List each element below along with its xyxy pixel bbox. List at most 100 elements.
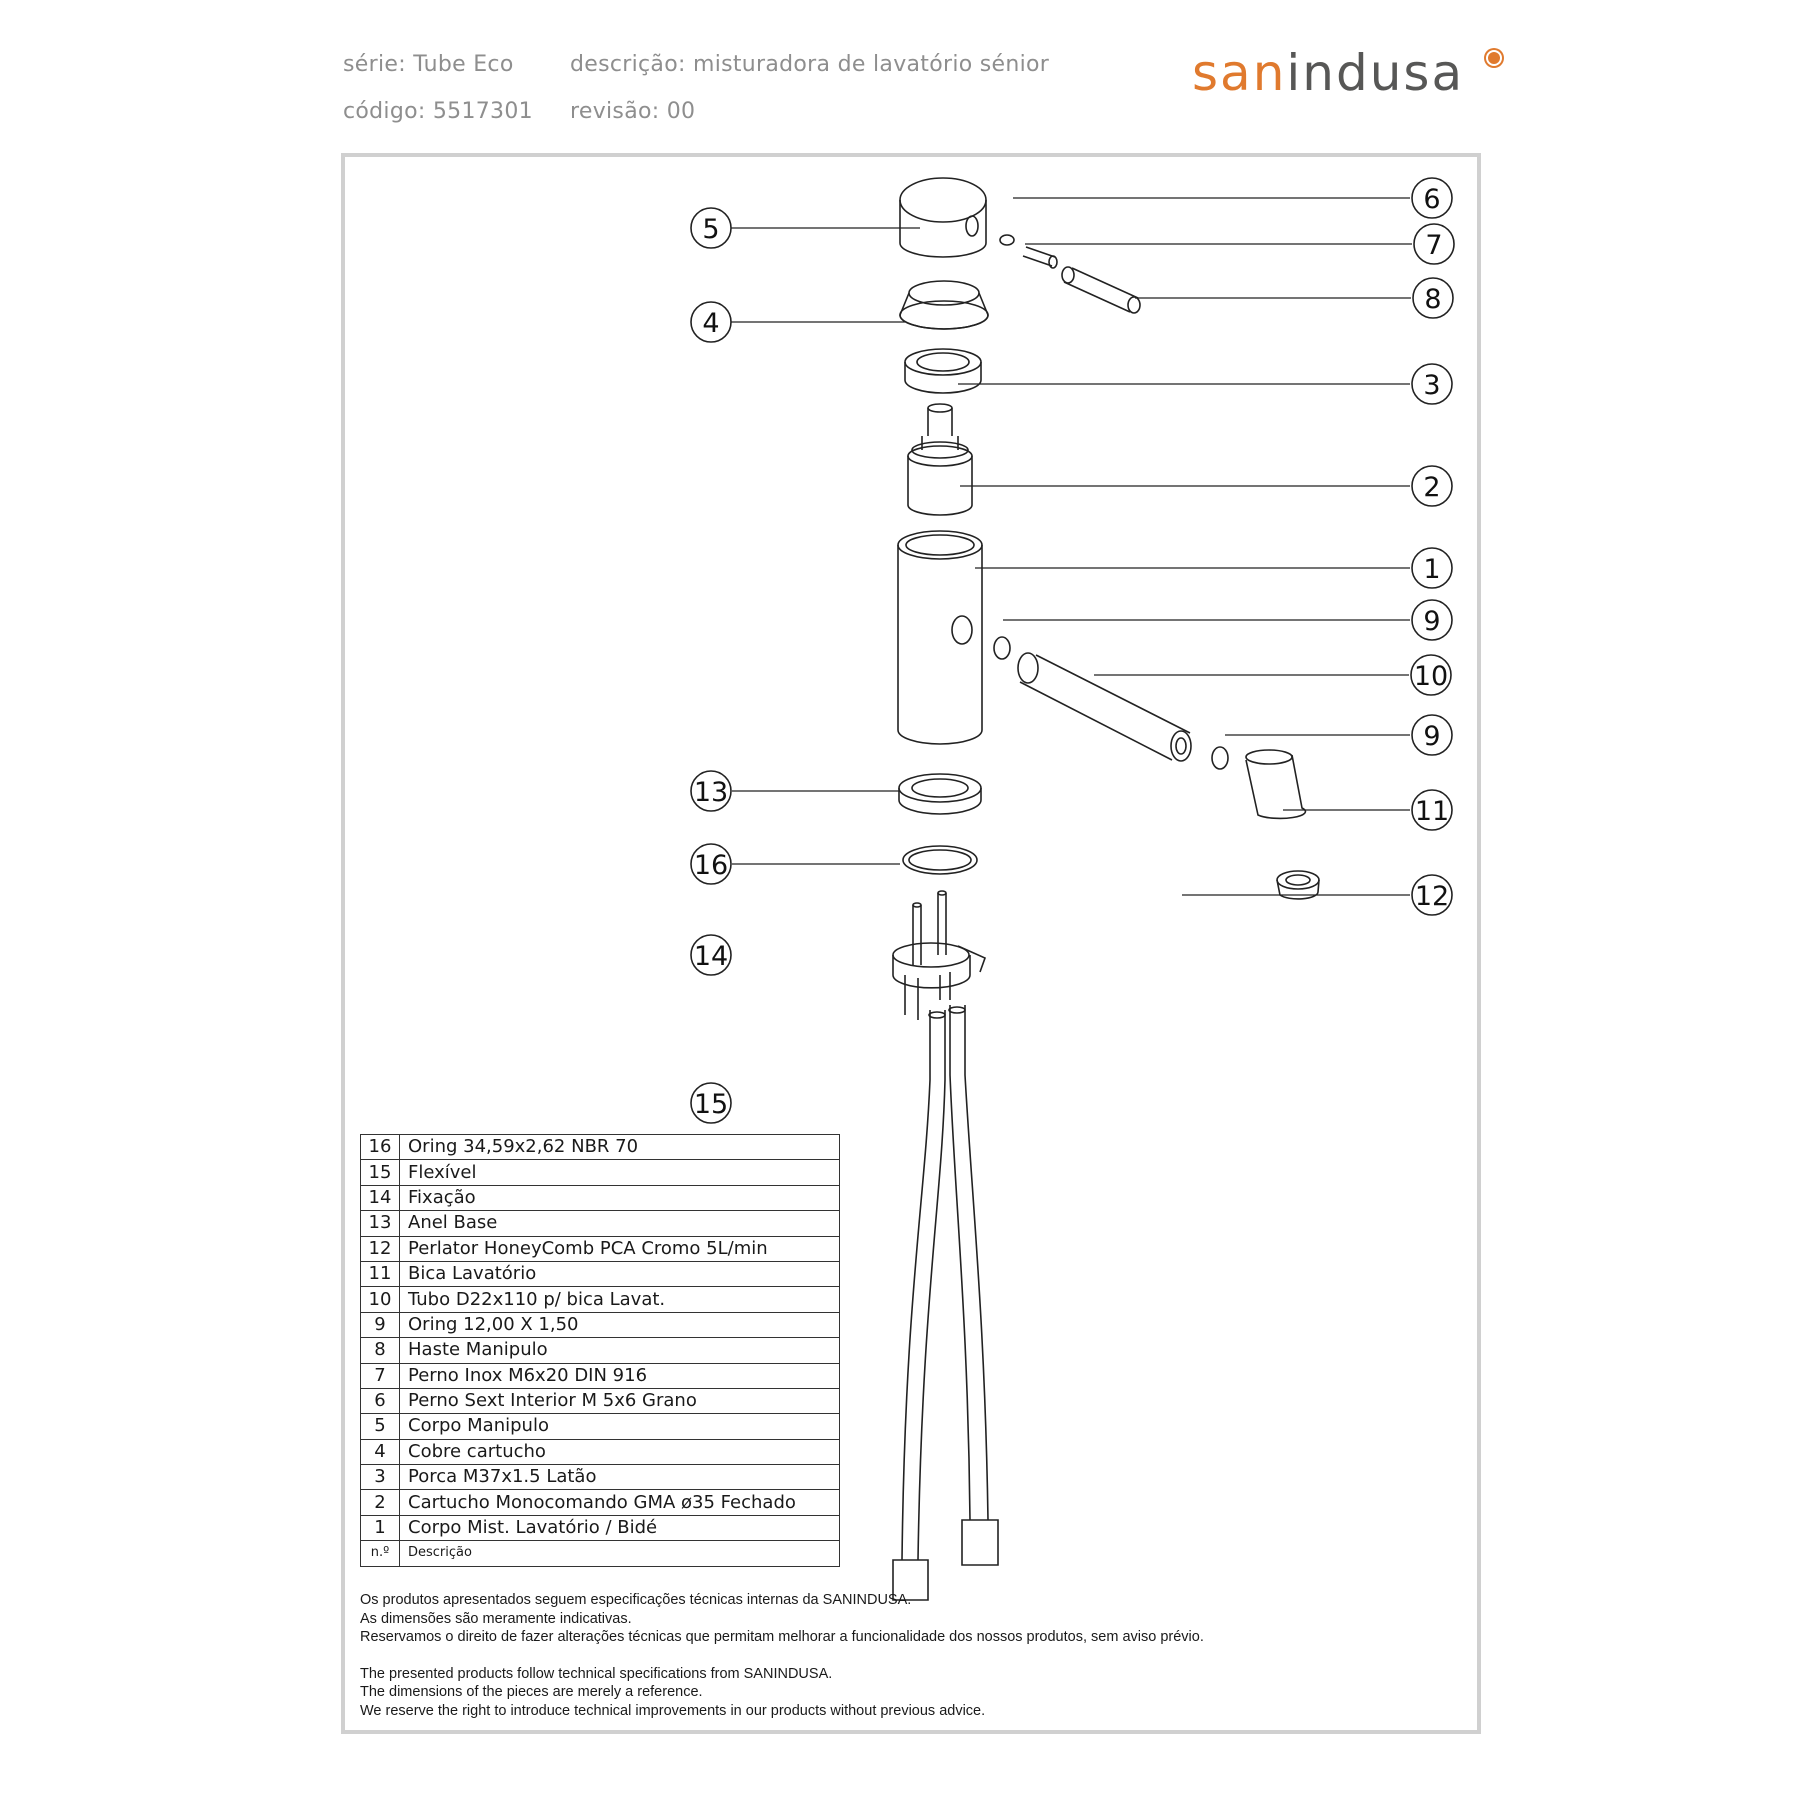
callout-7: 7 (1425, 230, 1442, 261)
header-serie: série: Tube Eco (343, 52, 514, 77)
part-9-oring-a (993, 636, 1011, 660)
part-description: Oring 12,00 X 1,50 (399, 1311, 840, 1339)
callout-9-bottom: 9 (1423, 721, 1440, 752)
part-number: 10 (360, 1286, 400, 1313)
part-number: 9 (360, 1311, 400, 1339)
part-16-oring (902, 845, 978, 875)
part-6-grub-screw (999, 234, 1015, 246)
part-description: Porca M37x1.5 Latão (399, 1464, 840, 1491)
header-descricao: descrição: misturadora de lavatório séni… (570, 52, 1050, 77)
logo-mark-icon (1488, 52, 1500, 64)
callout-1: 1 (1423, 554, 1440, 585)
part-description: Perlator HoneyComb PCA Cromo 5L/min (399, 1235, 840, 1262)
part-description: Haste Manipulo (399, 1337, 840, 1364)
header-codigo: código: 5517301 (343, 99, 533, 124)
part-9-oring-b (1211, 746, 1229, 770)
part-13-base-ring (898, 773, 982, 815)
part-description: Fixação (399, 1184, 840, 1212)
callout-16: 16 (694, 850, 728, 881)
part-4-cartridge-cover (899, 280, 989, 330)
part-8-handle-rod (1061, 266, 1141, 314)
part-number: 12 (360, 1235, 400, 1262)
part-description: Cartucho Monocomando GMA ø35 Fechado (399, 1489, 840, 1516)
part-description: Corpo Manipulo (399, 1413, 840, 1440)
callout-8: 8 (1424, 284, 1441, 315)
logo-part-indusa: indusa (1286, 44, 1465, 102)
callout-2: 2 (1423, 472, 1440, 503)
drawing-frame (341, 153, 1481, 1734)
part-description: Perno Inox M6x20 DIN 916 (399, 1362, 840, 1389)
part-number: 13 (360, 1210, 400, 1237)
disclaimer-notes: Os produtos apresentados seguem especifi… (360, 1591, 1204, 1720)
note-pt-1: Os produtos apresentados seguem especifi… (360, 1592, 912, 1608)
part-description: Perno Sext Interior M 5x6 Grano (399, 1387, 840, 1415)
part-number: 14 (360, 1184, 400, 1212)
column-header-description: Descrição (399, 1540, 840, 1567)
part-number: 16 (360, 1133, 400, 1161)
column-header-number: n.º (360, 1540, 400, 1567)
part-description: Tubo D22x110 p/ bica Lavat. (399, 1286, 840, 1313)
callout-4: 4 (702, 308, 719, 339)
part-number: 15 (360, 1159, 400, 1186)
callout-circles (690, 177, 1455, 1124)
part-1-body (897, 530, 983, 745)
note-en-2: The dimensions of the pieces are merely … (360, 1684, 703, 1700)
part-15-flex-hoses (892, 1005, 999, 1601)
note-en-1: The presented products follow technical … (360, 1665, 833, 1682)
part-number: 7 (360, 1362, 400, 1389)
part-number: 3 (360, 1464, 400, 1491)
callout-9-top: 9 (1423, 606, 1440, 637)
note-pt-2: As dimensões são meramente indicativas. (360, 1610, 632, 1627)
note-pt-3: Reservamos o direito de fazer alterações… (360, 1629, 1204, 1645)
callout-11: 11 (1415, 796, 1449, 827)
part-number: 11 (360, 1260, 400, 1288)
part-description: Cobre cartucho (399, 1438, 840, 1466)
callout-6: 6 (1423, 184, 1440, 215)
part-3-nut (904, 348, 982, 394)
part-2-cartridge (907, 403, 973, 516)
part-number: 4 (360, 1438, 400, 1466)
part-number: 2 (360, 1489, 400, 1516)
part-number: 1 (360, 1514, 400, 1542)
part-description: Anel Base (399, 1210, 840, 1237)
callout-15: 15 (694, 1089, 728, 1120)
part-description: Oring 34,59x2,62 NBR 70 (399, 1133, 840, 1161)
callout-13: 13 (694, 777, 728, 808)
header-revisao: revisão: 00 (570, 99, 696, 124)
part-12-aerator (1276, 870, 1320, 900)
part-11-spout (1245, 749, 1307, 820)
part-number: 8 (360, 1337, 400, 1364)
part-number: 6 (360, 1387, 400, 1415)
part-5-handle-body (899, 177, 987, 258)
part-14-fixing (892, 890, 987, 1020)
callout-5: 5 (702, 214, 719, 245)
part-description: Bica Lavatório (399, 1260, 840, 1288)
part-7-pin (1022, 246, 1058, 269)
callout-3: 3 (1423, 370, 1440, 401)
callout-10: 10 (1414, 661, 1448, 692)
leader-lines (731, 197, 1412, 896)
callout-14: 14 (694, 941, 728, 972)
sanindusa-logo: sanindusa (1192, 44, 1464, 102)
callout-12: 12 (1415, 881, 1449, 912)
